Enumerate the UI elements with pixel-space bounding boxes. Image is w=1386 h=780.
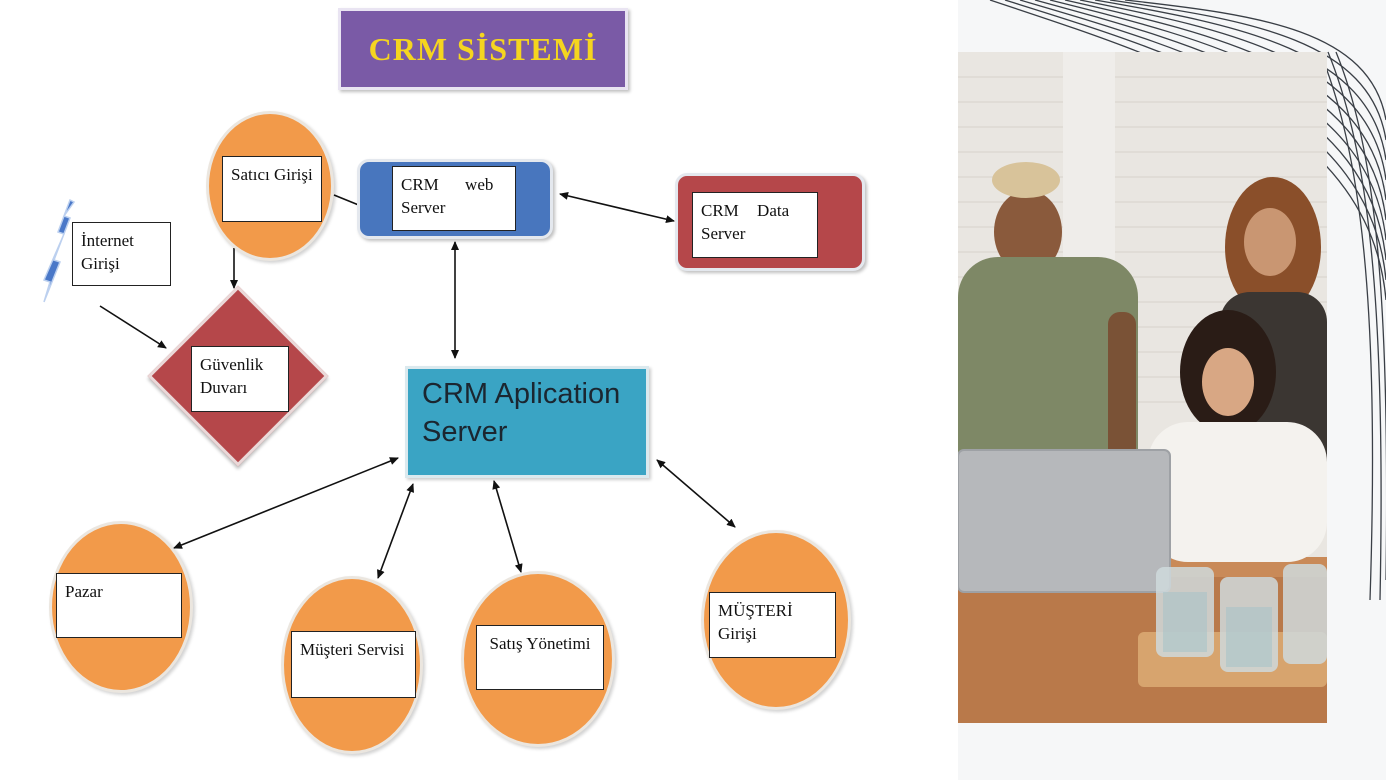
satici-girisi-label: Satıcı Girişi [222, 156, 322, 222]
guvenlik-duvari-label: Güvenlik Duvarı [191, 346, 289, 412]
diagram-title: CRM SİSTEMİ [338, 8, 628, 90]
arrow-app-musteri-servisi [377, 483, 414, 579]
crm-web-server-label: CRM web Server [392, 166, 516, 231]
arrow-app-satis [492, 480, 523, 573]
diagram-arrows [42, 191, 736, 579]
musteri-servisi-label: Müşteri Servisi [291, 631, 416, 698]
arrow-app-musteri-girisi [656, 459, 736, 528]
pazar-label: Pazar [56, 573, 182, 638]
arrow-app-pazar [173, 457, 399, 549]
satis-yonetimi-label: Satış Yönetimi [476, 625, 604, 690]
office-team-photo [958, 52, 1327, 723]
crm-diagram: CRM SİSTEMİ Satıcı Girişi [42, 8, 865, 754]
internet-girisi-label: İnternet Girişi [72, 222, 171, 286]
arrow-web-data [559, 191, 675, 224]
musteri-girisi-label: MÜŞTERİ Girişi [709, 592, 836, 658]
internet-lightning-icon [42, 198, 76, 303]
crm-data-server-label: CRM Data Server [692, 192, 818, 258]
crm-application-server-node: CRM Aplication Server [405, 366, 649, 478]
arrow-internet-firewall [99, 305, 167, 349]
